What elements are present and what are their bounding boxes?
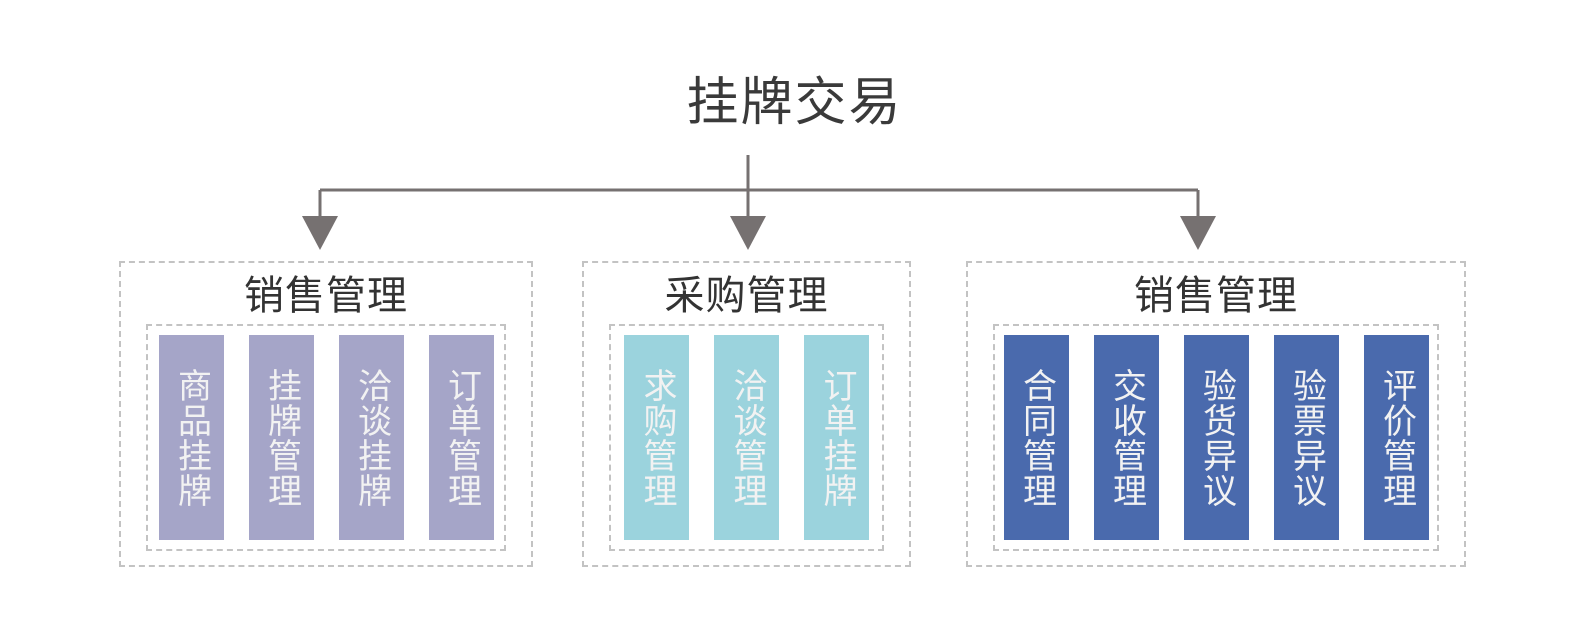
item-label: 挂牌管理	[262, 367, 301, 508]
item-box[interactable]: 挂牌管理	[248, 335, 314, 540]
group-items-container: 求购管理 洽谈管理 订单挂牌	[609, 324, 884, 551]
item-box[interactable]: 求购管理	[624, 335, 689, 540]
item-box[interactable]: 订单管理	[428, 335, 494, 540]
item-box[interactable]: 验票异议	[1273, 335, 1339, 540]
group-items-container: 合同管理 交收管理 验货异议 验票异议 评价管理	[993, 324, 1439, 551]
group-title: 销售管理	[244, 274, 408, 318]
item-label: 洽谈挂牌	[352, 367, 391, 508]
item-label: 商品挂牌	[172, 367, 211, 508]
item-label: 合同管理	[1017, 367, 1056, 508]
group-settlement-management[interactable]: 销售管理 合同管理 交收管理 验货异议 验票异议 评价管理	[966, 261, 1466, 567]
item-label: 验货异议	[1197, 367, 1236, 508]
item-label: 订单管理	[442, 367, 481, 508]
group-sales-management[interactable]: 销售管理 商品挂牌 挂牌管理 洽谈挂牌 订单管理	[119, 261, 533, 567]
down-arrow-icon	[730, 216, 766, 250]
group-title: 采购管理	[664, 274, 829, 318]
item-box[interactable]: 商品挂牌	[158, 335, 224, 540]
item-label: 求购管理	[638, 367, 676, 508]
item-box[interactable]: 订单挂牌	[804, 335, 869, 540]
item-box[interactable]: 洽谈挂牌	[338, 335, 404, 540]
root-node-title: 挂牌交易	[686, 74, 903, 132]
item-label: 评价管理	[1377, 367, 1416, 508]
down-arrow-icon	[1180, 216, 1216, 250]
group-purchase-management[interactable]: 采购管理 求购管理 洽谈管理 订单挂牌	[582, 261, 911, 567]
item-box[interactable]: 验货异议	[1183, 335, 1249, 540]
item-label: 交收管理	[1107, 367, 1146, 508]
group-title: 销售管理	[1134, 274, 1298, 318]
item-box[interactable]: 评价管理	[1363, 335, 1429, 540]
group-items-container: 商品挂牌 挂牌管理 洽谈挂牌 订单管理	[146, 324, 506, 551]
item-label: 订单挂牌	[818, 367, 856, 508]
item-box[interactable]: 交收管理	[1093, 335, 1159, 540]
item-label: 验票异议	[1287, 367, 1326, 508]
item-box[interactable]: 合同管理	[1003, 335, 1069, 540]
item-label: 洽谈管理	[728, 367, 766, 508]
down-arrow-icon	[302, 216, 338, 250]
item-box[interactable]: 洽谈管理	[714, 335, 779, 540]
